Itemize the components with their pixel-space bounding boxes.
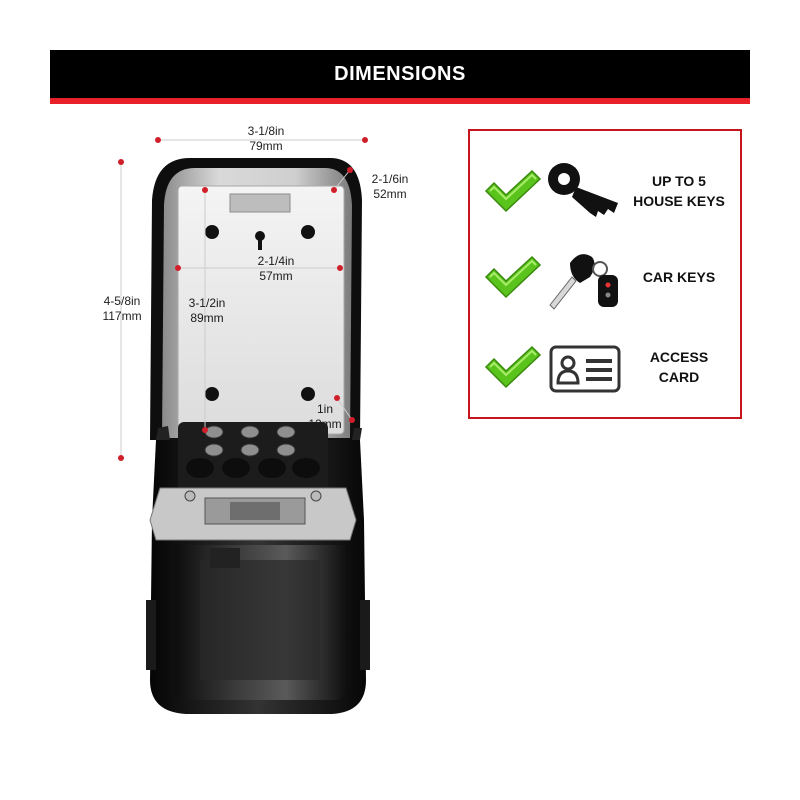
feature-house-keys: UP TO 5 HOUSE KEYS xyxy=(470,151,740,231)
feature-car-keys-label: CAR KEYS xyxy=(620,267,738,287)
depth-metric: 52mm xyxy=(373,187,407,201)
feature-house-keys-label: UP TO 5 HOUSE KEYS xyxy=(620,171,738,211)
feature-access-card-line1: ACCESS xyxy=(649,349,709,365)
checkmark-icon xyxy=(484,169,542,213)
header-title: DIMENSIONS xyxy=(334,62,466,85)
dimension-lines xyxy=(118,137,368,461)
lid xyxy=(150,158,362,440)
features-panel: UP TO 5 HOUSE KEYS CAR KEYS xyxy=(468,129,742,419)
feature-access-card-line2: CARD xyxy=(658,369,700,385)
checkmark-icon xyxy=(484,255,542,299)
feature-access-card: ACCESS CARD xyxy=(470,327,740,407)
combination-mechanism xyxy=(149,422,362,541)
inner-depth-metric: 12mm xyxy=(308,417,342,431)
dimensions-header: DIMENSIONS xyxy=(50,50,750,104)
height-imperial: 4-5/8in xyxy=(103,294,141,308)
feature-house-keys-line1: UP TO 5 xyxy=(652,173,706,189)
feature-car-keys-line1: CAR KEYS xyxy=(642,269,716,285)
top-width-imperial: 3-1/8in xyxy=(247,124,285,138)
depth-label: 2-1/6in 52mm xyxy=(362,172,418,202)
height-label: 4-5/8in 117mm xyxy=(92,294,152,324)
checkmark-icon xyxy=(484,345,542,389)
top-width-metric: 79mm xyxy=(249,139,283,153)
house-key-icon xyxy=(548,163,618,217)
access-card-icon xyxy=(549,345,621,393)
depth-imperial: 2-1/6in xyxy=(371,172,409,186)
feature-car-keys: CAR KEYS xyxy=(470,237,740,317)
feature-house-keys-line2: HOUSE KEYS xyxy=(633,193,725,209)
inner-depth-imperial: 1in xyxy=(316,402,333,416)
inner-height-imperial: 3-1/2in xyxy=(188,296,226,310)
top-width-label: 3-1/8in 79mm xyxy=(236,124,296,154)
inner-depth-label: 1in 12mm xyxy=(302,402,348,432)
feature-access-card-label: ACCESS CARD xyxy=(620,347,738,387)
inner-width-metric: 57mm xyxy=(259,269,293,283)
inner-height-label: 3-1/2in 89mm xyxy=(182,296,232,326)
inner-width-imperial: 2-1/4in xyxy=(257,254,295,268)
inner-height-metric: 89mm xyxy=(190,311,224,325)
height-metric: 117mm xyxy=(102,309,142,323)
inner-width-label: 2-1/4in 57mm xyxy=(248,254,304,284)
car-key-icon xyxy=(549,254,618,310)
